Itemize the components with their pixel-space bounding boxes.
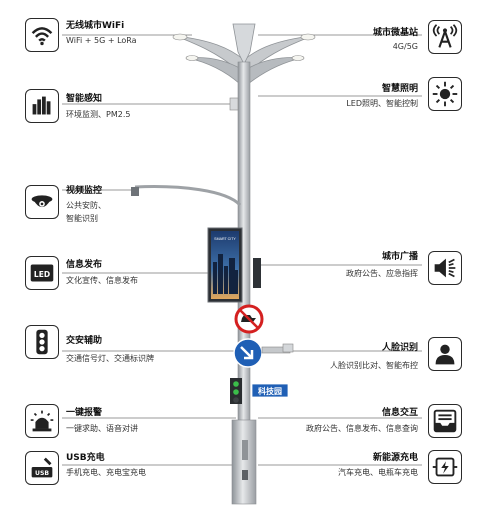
inbox-tray-icon — [428, 404, 462, 438]
video-desc-line2: 智能识别 — [66, 214, 98, 223]
speaker-icon — [428, 251, 462, 285]
broadcast-title: 城市广播 — [381, 252, 418, 262]
speaker — [253, 258, 261, 288]
interaction-desc: 政府公告、信息发布、信息查询 — [306, 424, 418, 433]
sensor-icon — [25, 89, 59, 123]
ev-title: 新能源充电 — [372, 453, 418, 463]
info-screen: SMART CITY — [207, 227, 243, 303]
screen-caption: SMART CITY — [214, 237, 236, 241]
street-name-text: 科技园 — [258, 386, 282, 396]
pole-socket — [242, 470, 248, 480]
ev-charger-icon — [428, 450, 462, 484]
camera-arm — [134, 185, 242, 207]
usb-icon: USB — [25, 451, 59, 485]
traffic-title: 交安辅助 — [66, 336, 103, 346]
sensing-desc: 环境监测、PM2.5 — [66, 110, 131, 119]
camera — [131, 187, 139, 196]
usb-title: USB充电 — [66, 453, 105, 463]
lighting-desc: LED照明、智能控制 — [346, 99, 418, 108]
video-title: 视频监控 — [66, 186, 103, 196]
direction-sign — [233, 338, 263, 368]
ev-desc: 汽车充电、电瓶车充电 — [338, 468, 418, 477]
traffic-light — [230, 378, 242, 404]
wifi-title: 无线城市WiFi — [66, 21, 125, 31]
base-station-desc: 4G/5G — [392, 42, 418, 51]
led-icon-text: LED — [34, 270, 50, 279]
camera-icon — [25, 185, 59, 219]
alarm-siren-icon — [25, 404, 59, 438]
antenna-icon — [428, 20, 462, 54]
connector-lines — [62, 34, 422, 466]
street-name-sign: 科技园 — [251, 383, 289, 398]
alarm-desc: 一键求助、语音对讲 — [66, 424, 138, 433]
person-icon — [428, 337, 462, 371]
interaction-title: 信息交互 — [381, 408, 418, 418]
wifi-icon — [25, 18, 59, 52]
traffic-desc: 交通信号灯、交通标识牌 — [66, 354, 154, 363]
lighting-title: 智慧照明 — [381, 84, 418, 94]
publish-desc: 文化宣传、信息发布 — [66, 276, 138, 285]
lamp-arms — [172, 23, 316, 85]
usb-icon-text: USB — [35, 470, 49, 477]
broadcast-desc: 政府公告、应急指挥 — [346, 269, 418, 278]
usb-desc: 手机充电、充电宝充电 — [66, 468, 146, 477]
sensing-title: 智能感知 — [66, 94, 103, 104]
led-screen-icon: LED — [25, 256, 59, 290]
sensor-box — [229, 97, 239, 111]
traffic-light-icon — [25, 325, 59, 359]
pole-door — [242, 440, 248, 460]
face-desc: 人脸识别比对、智能布控 — [330, 361, 418, 370]
alarm-title: 一键报警 — [66, 408, 103, 418]
wifi-desc: WiFi + 5G + LoRa — [66, 36, 137, 45]
publish-title: 信息发布 — [66, 260, 103, 270]
face-title: 人脸识别 — [381, 343, 418, 353]
light-sun-icon — [428, 77, 462, 111]
pole-base — [231, 419, 257, 505]
video-desc-line1: 公共安防、 — [66, 201, 106, 210]
prohibition-sign — [234, 304, 264, 334]
base-station-title: 城市微基站 — [372, 28, 418, 38]
